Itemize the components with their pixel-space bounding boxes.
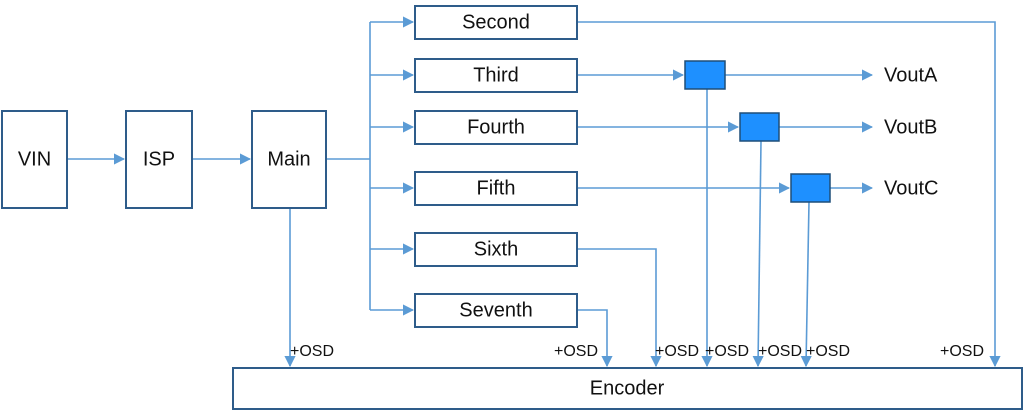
mixer-b-block bbox=[739, 112, 780, 142]
osd-label-fourth: +OSD bbox=[758, 343, 802, 360]
encoder-block: Encoder bbox=[232, 367, 1023, 410]
fourth-label: Fourth bbox=[467, 116, 525, 138]
encoder-label: Encoder bbox=[590, 377, 665, 399]
isp-block: ISP bbox=[125, 110, 193, 209]
second-block: Second bbox=[414, 5, 578, 40]
second-label: Second bbox=[462, 11, 530, 33]
osd-label-sixth: +OSD bbox=[655, 343, 699, 360]
seventh-label: Seventh bbox=[459, 299, 532, 321]
fifth-block: Fifth bbox=[414, 171, 578, 206]
sixth-block: Sixth bbox=[414, 232, 578, 267]
seventh-to-encoder-arrow bbox=[577, 309, 613, 368]
fourth-block: Fourth bbox=[414, 110, 578, 145]
isp-label: ISP bbox=[143, 148, 175, 170]
seventh-block: Seventh bbox=[414, 293, 578, 328]
sixth-to-encoder-arrow bbox=[577, 248, 662, 368]
osd-label-fifth: +OSD bbox=[806, 343, 850, 360]
fifth-label: Fifth bbox=[477, 177, 516, 199]
osd-label-third: +OSD bbox=[705, 343, 749, 360]
osd-label-main: +OSD bbox=[290, 343, 334, 360]
mixer-a-block bbox=[684, 60, 726, 90]
vin-block: VIN bbox=[1, 110, 68, 209]
connectors bbox=[67, 16, 1001, 368]
third-block: Third bbox=[414, 58, 578, 93]
third-label: Third bbox=[473, 64, 519, 86]
main-block: Main bbox=[251, 110, 327, 209]
fifth-to-encoder-arrow bbox=[800, 201, 812, 368]
voutc-label: VoutC bbox=[884, 177, 938, 199]
sixth-label: Sixth bbox=[474, 238, 518, 260]
osd-label-seventh: +OSD bbox=[554, 343, 598, 360]
main-label: Main bbox=[267, 148, 310, 170]
vouta-label: VoutA bbox=[884, 64, 938, 86]
voutb-label: VoutB bbox=[884, 116, 937, 138]
vin-label: VIN bbox=[18, 148, 51, 170]
second-to-encoder-arrow bbox=[577, 21, 1001, 368]
fourth-to-encoder-arrow bbox=[752, 140, 764, 368]
osd-label-second: +OSD bbox=[940, 343, 984, 360]
mixer-c-block bbox=[790, 173, 831, 203]
